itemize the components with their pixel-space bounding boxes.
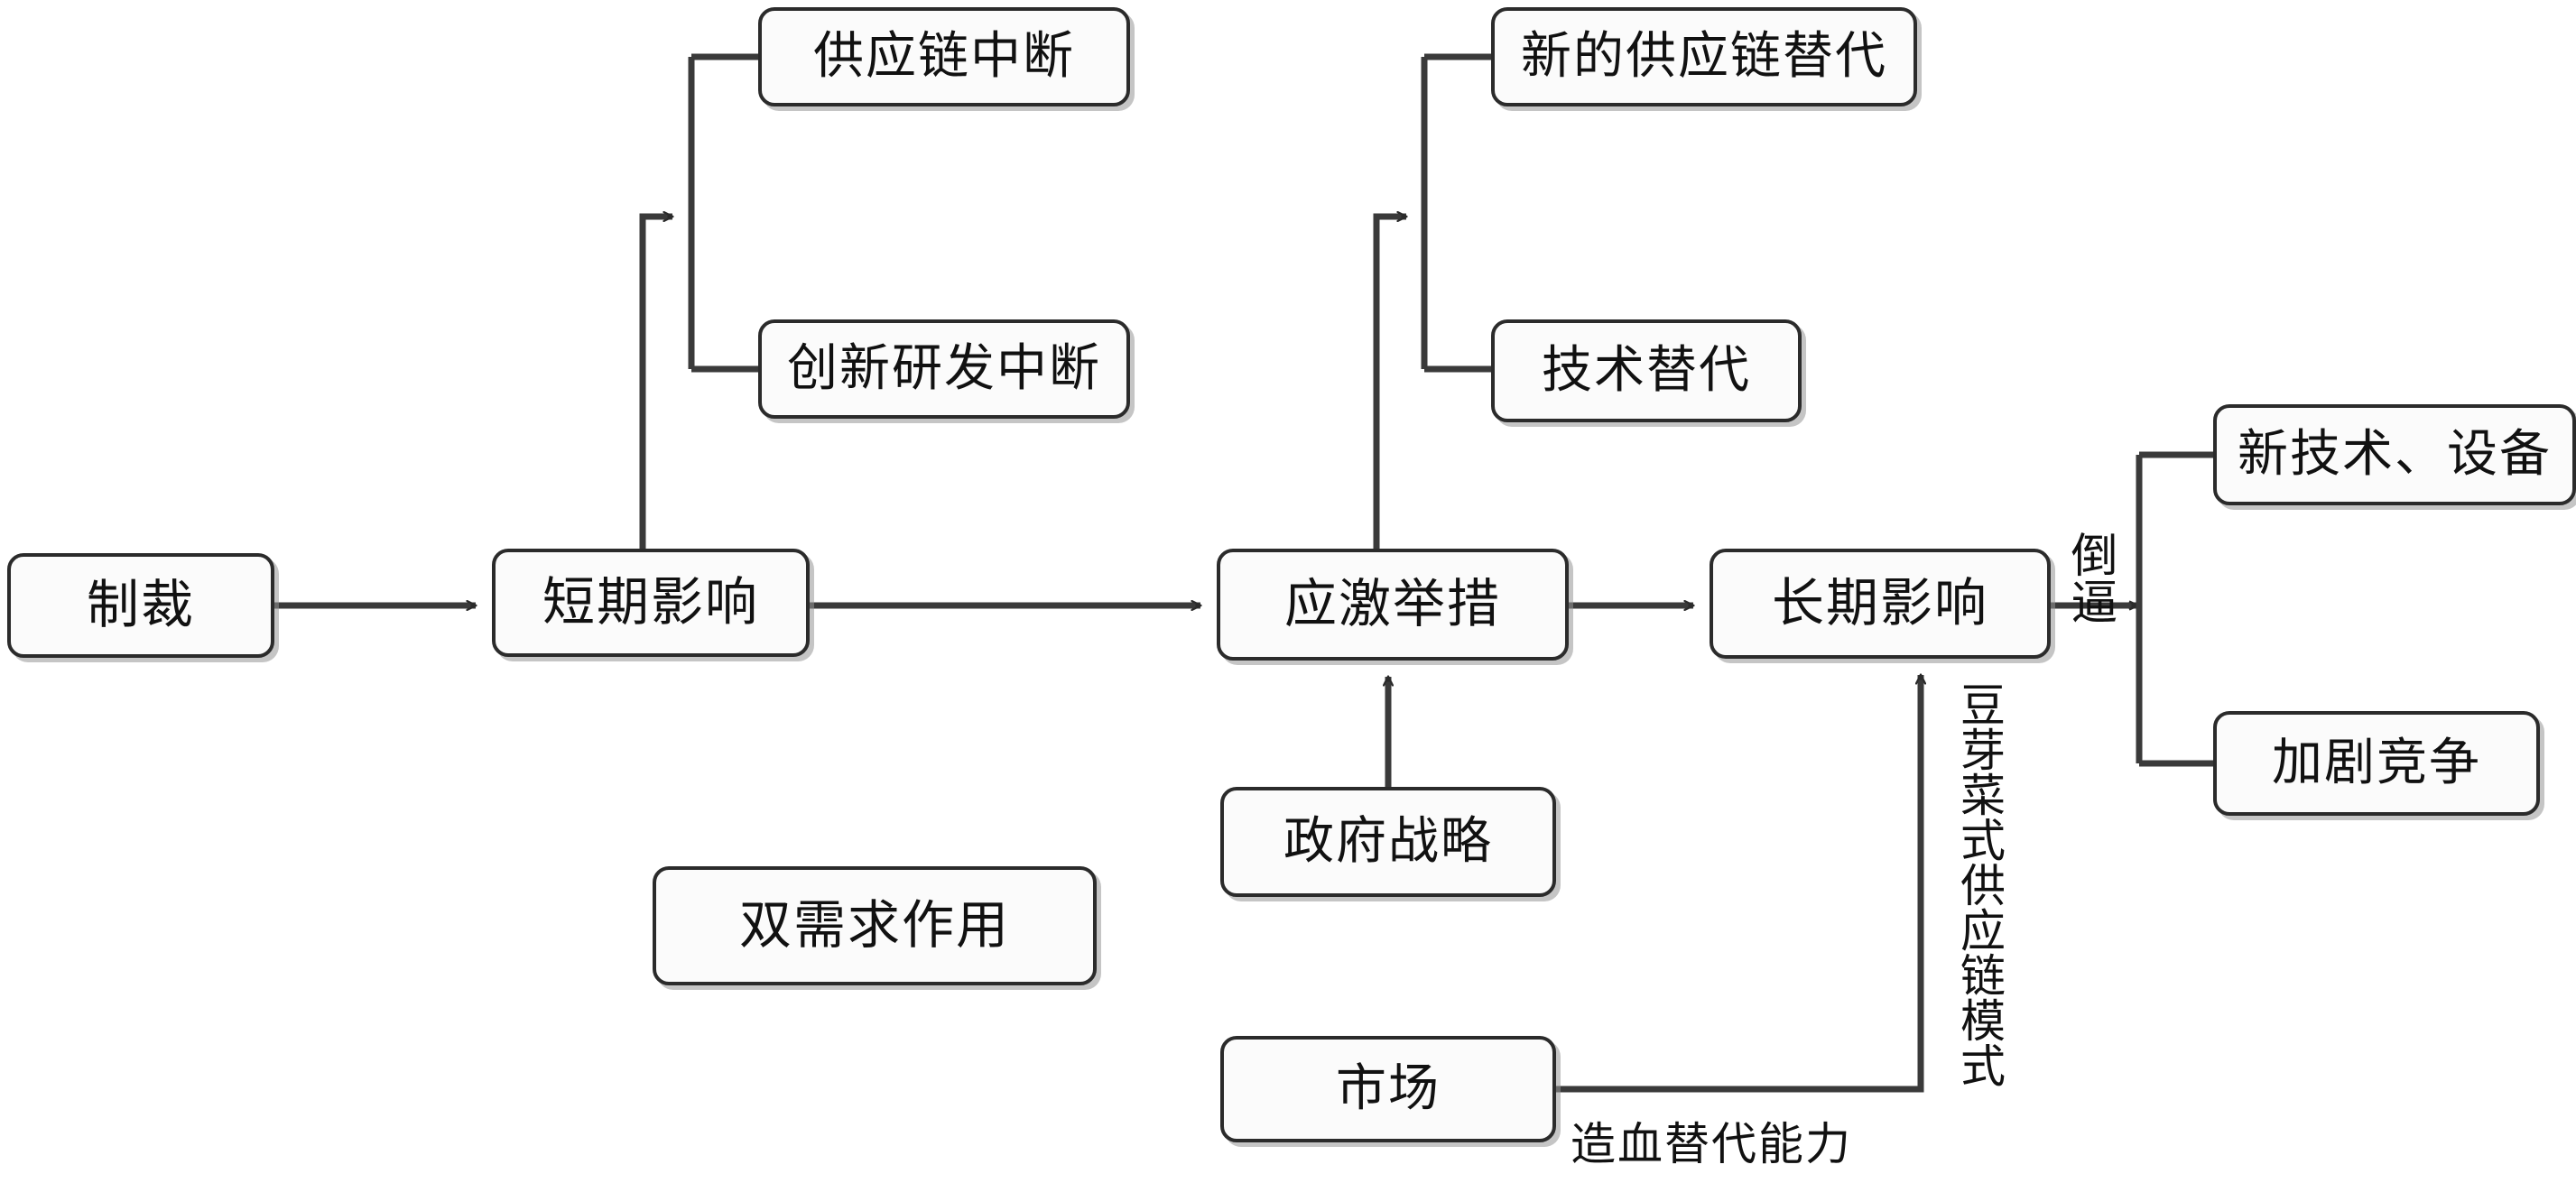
edge-short-term-to-left-bus bbox=[639, 217, 672, 549]
node-label: 新技术、设备 bbox=[2238, 427, 2552, 483]
node-technology-substitution[interactable]: 技术替代 bbox=[1491, 319, 1802, 422]
edge-stress-to-mid-bus bbox=[1373, 217, 1406, 549]
node-label: 加剧竞争 bbox=[2272, 735, 2481, 791]
node-short-term-impact[interactable]: 短期影响 bbox=[492, 549, 810, 657]
node-label: 创新研发中断 bbox=[787, 341, 1101, 397]
node-new-technology-equipment[interactable]: 新技术、设备 bbox=[2213, 404, 2576, 505]
node-label: 供应链中断 bbox=[813, 29, 1075, 85]
node-long-term-impact[interactable]: 长期影响 bbox=[1710, 549, 2051, 659]
node-stress-measures[interactable]: 应激举措 bbox=[1217, 549, 1569, 661]
node-label: 应激举措 bbox=[1283, 575, 1501, 633]
node-label: 新的供应链替代 bbox=[1521, 29, 1887, 85]
node-label: 双需求作用 bbox=[738, 896, 1010, 955]
node-market[interactable]: 市场 bbox=[1220, 1036, 1556, 1142]
node-sanctions[interactable]: 制裁 bbox=[7, 553, 274, 658]
node-new-supply-chain-substitution[interactable]: 新的供应链替代 bbox=[1491, 7, 1917, 106]
node-label: 政府战略 bbox=[1283, 814, 1493, 870]
node-label: 市场 bbox=[1336, 1061, 1441, 1117]
edge-label-bean-sprout-supply-chain-model: 豆芽菜式供应链模式 bbox=[1954, 681, 2005, 1087]
edge-label-self-renewal-substitution-capability: 造血替代能力 bbox=[1571, 1119, 1852, 1169]
node-supply-chain-disruption[interactable]: 供应链中断 bbox=[758, 7, 1130, 106]
node-government-strategy[interactable]: 政府战略 bbox=[1220, 787, 1556, 897]
node-label: 技术替代 bbox=[1542, 343, 1751, 399]
node-intensified-competition[interactable]: 加剧竞争 bbox=[2213, 711, 2540, 816]
edge-market-to-long-term bbox=[1556, 675, 1921, 1093]
edge-label-forcing: 倒逼 bbox=[2063, 531, 2115, 624]
node-label: 制裁 bbox=[86, 576, 195, 634]
node-label: 长期影响 bbox=[1771, 574, 1988, 633]
node-dual-demand-effect[interactable]: 双需求作用 bbox=[653, 866, 1097, 985]
node-label: 短期影响 bbox=[542, 573, 759, 632]
node-rnd-disruption[interactable]: 创新研发中断 bbox=[758, 319, 1130, 419]
